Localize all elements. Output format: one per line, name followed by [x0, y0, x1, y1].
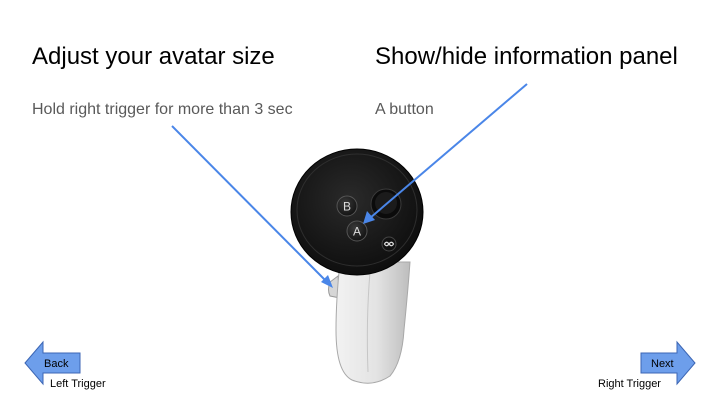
arrow-to-trigger [171, 125, 329, 284]
back-button[interactable]: Back [25, 342, 81, 384]
face-inner-ring [296, 153, 418, 267]
controller-face [290, 148, 424, 276]
arrow-to-a-button [369, 83, 528, 219]
arrow-to-a-button-head [363, 211, 375, 224]
next-button[interactable]: Next [640, 342, 696, 384]
button-a: A [346, 220, 368, 242]
avatar-size-title: Adjust your avatar size [32, 43, 275, 70]
back-button-label: Back [44, 358, 69, 370]
button-b: B [336, 195, 358, 217]
arrow-to-trigger-head [321, 275, 333, 288]
back-hint: Left Trigger [50, 378, 106, 390]
grip-seam [366, 271, 371, 373]
next-arrow-shape [640, 340, 696, 386]
back-arrow-shape [24, 340, 81, 386]
button-b-label: B [343, 200, 351, 214]
info-panel-instruction: A button [375, 101, 434, 118]
info-panel-title: Show/hide information panel [375, 43, 678, 70]
button-a-label: A [353, 225, 361, 239]
next-button-label: Next [651, 358, 674, 370]
controller-grip [335, 261, 411, 384]
meta-logo-icon [381, 236, 397, 252]
avatar-size-instruction: Hold right trigger for more than 3 sec [32, 101, 293, 118]
next-hint: Right Trigger [598, 378, 661, 390]
pointer-arrows [171, 83, 528, 288]
